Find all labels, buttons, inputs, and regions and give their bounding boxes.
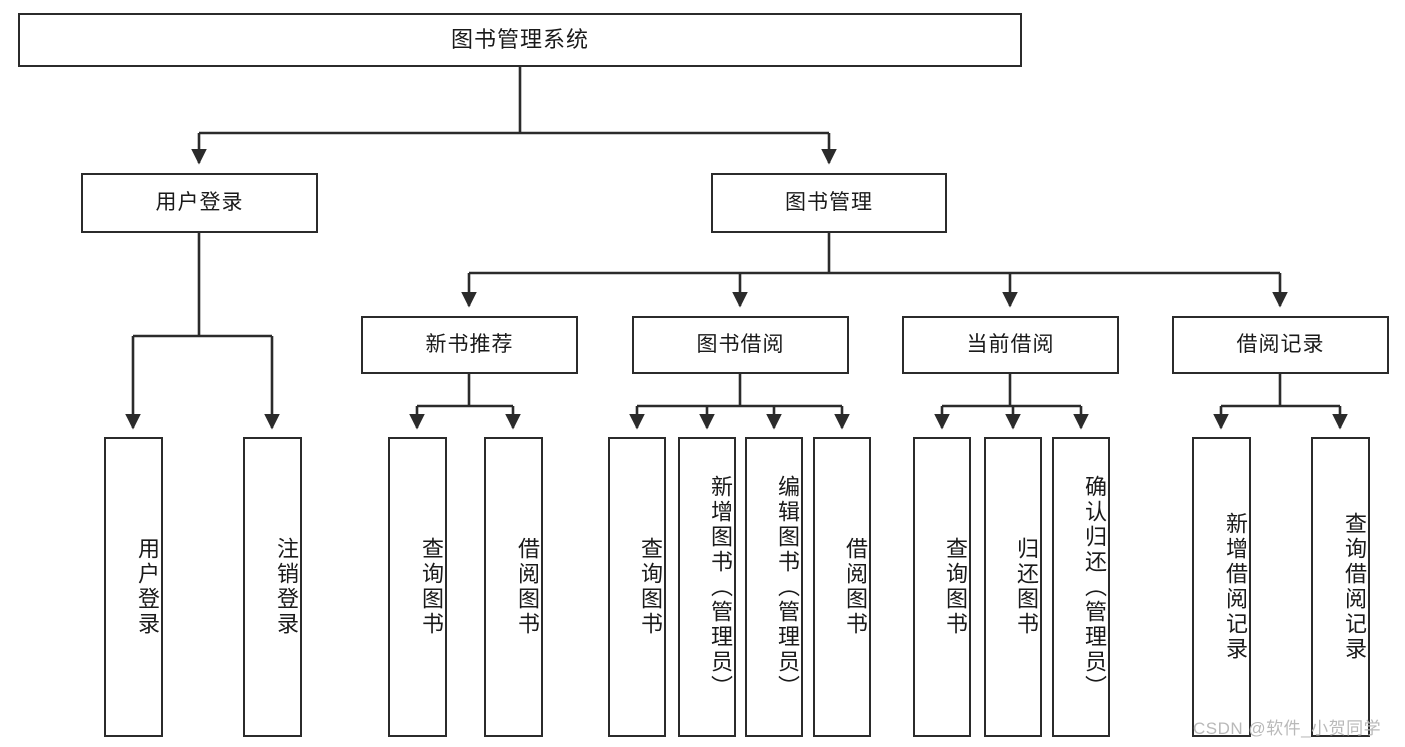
node-current-borrow[interactable]: 当前借阅 (902, 316, 1119, 374)
node-current-borrow-label: 当前借阅 (966, 333, 1055, 357)
leaf-user-login-label: 用户登录 (135, 537, 160, 637)
leaf-logout-label: 注销登录 (274, 537, 299, 637)
node-root-label: 图书管理系统 (450, 26, 589, 52)
node-root[interactable]: 图书管理系统 (18, 13, 1022, 67)
node-user-login-label: 用户登录 (155, 191, 244, 215)
leaf-edit-book-label: 编辑图书（管理员） (775, 474, 800, 700)
leaf-borrow-book-1[interactable]: 借阅图书 (484, 437, 543, 737)
node-book-manage-label: 图书管理 (785, 191, 873, 215)
leaf-logout[interactable]: 注销登录 (243, 437, 302, 737)
leaf-return-book[interactable]: 归还图书 (984, 437, 1042, 737)
leaf-query-book-1[interactable]: 查询图书 (388, 437, 447, 737)
leaf-query-record[interactable]: 查询借阅记录 (1311, 437, 1370, 737)
leaf-query-book-3[interactable]: 查询图书 (913, 437, 971, 737)
leaf-user-login[interactable]: 用户登录 (104, 437, 163, 737)
leaf-borrow-book-1-label: 借阅图书 (515, 537, 540, 637)
leaf-confirm-return[interactable]: 确认归还（管理员） (1052, 437, 1110, 737)
node-new-book-recommend-label: 新书推荐 (425, 333, 514, 357)
leaf-return-book-label: 归还图书 (1014, 537, 1039, 637)
leaf-confirm-return-label: 确认归还（管理员） (1082, 474, 1107, 700)
leaf-add-record-label: 新增借阅记录 (1223, 512, 1248, 662)
leaf-borrow-book-2[interactable]: 借阅图书 (813, 437, 871, 737)
leaf-edit-book[interactable]: 编辑图书（管理员） (745, 437, 803, 737)
leaf-add-record[interactable]: 新增借阅记录 (1192, 437, 1251, 737)
node-borrow-record-label: 借阅记录 (1236, 333, 1325, 357)
leaf-query-book-1-label: 查询图书 (419, 537, 444, 637)
node-book-borrow-label: 图书借阅 (696, 333, 785, 357)
node-borrow-record[interactable]: 借阅记录 (1172, 316, 1389, 374)
node-book-borrow[interactable]: 图书借阅 (632, 316, 849, 374)
leaf-query-book-2[interactable]: 查询图书 (608, 437, 666, 737)
node-new-book-recommend[interactable]: 新书推荐 (361, 316, 578, 374)
node-user-login[interactable]: 用户登录 (81, 173, 318, 233)
leaf-add-book-label: 新增图书（管理员） (708, 474, 733, 700)
leaf-borrow-book-2-label: 借阅图书 (843, 537, 868, 637)
leaf-query-book-3-label: 查询图书 (943, 537, 968, 637)
leaf-query-record-label: 查询借阅记录 (1342, 512, 1367, 662)
csdn-watermark: CSDN @软件_小贺同学 (1193, 719, 1382, 738)
leaf-query-book-2-label: 查询图书 (638, 537, 663, 637)
leaf-add-book[interactable]: 新增图书（管理员） (678, 437, 736, 737)
node-book-manage[interactable]: 图书管理 (711, 173, 947, 233)
